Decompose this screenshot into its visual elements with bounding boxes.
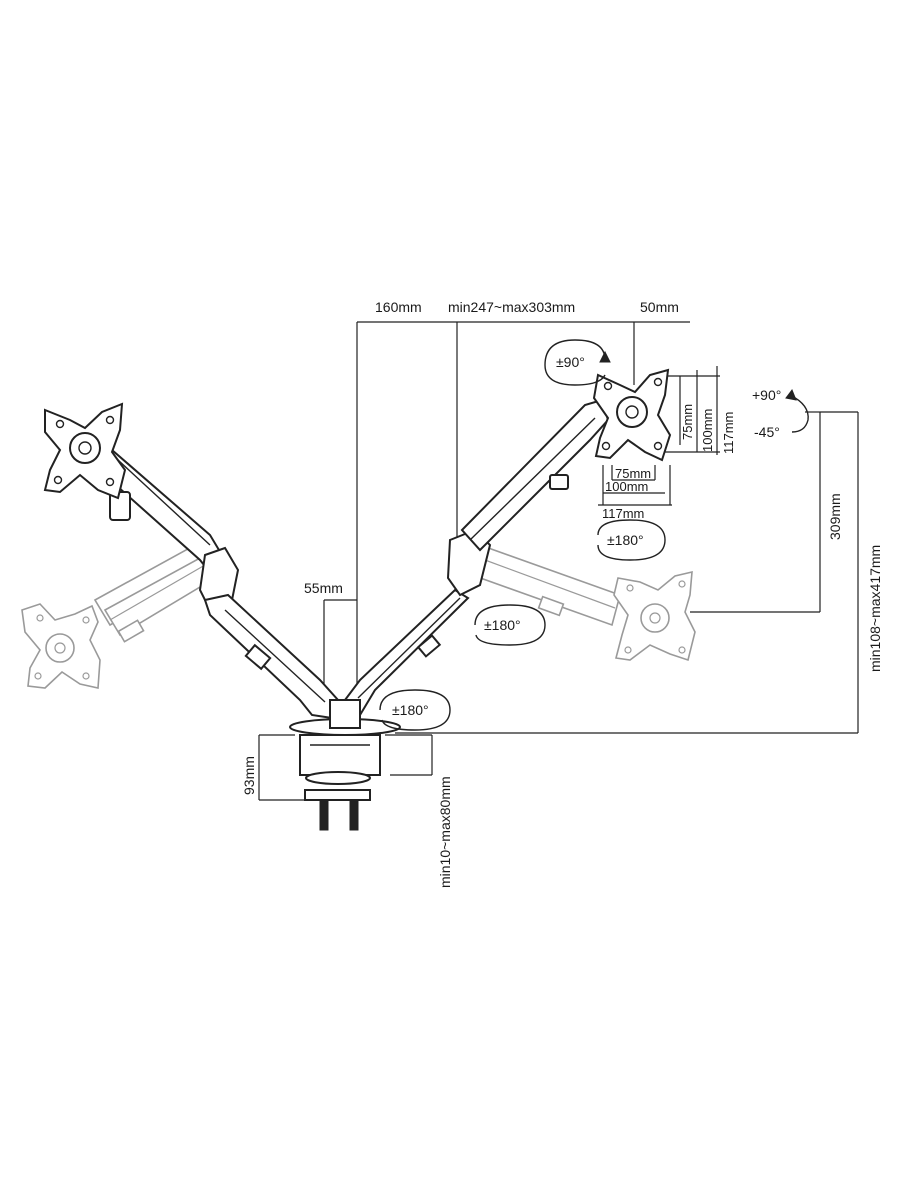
label-309mm: 309mm bbox=[827, 493, 843, 540]
label-93mm: 93mm bbox=[241, 756, 257, 795]
ghost-right-arm bbox=[471, 543, 621, 627]
label-arm-range: min247~max303mm bbox=[448, 299, 575, 315]
label-160mm: 160mm bbox=[375, 299, 422, 315]
desk-clamp bbox=[289, 699, 401, 831]
rotation-arrow-top bbox=[544, 339, 611, 386]
label-vesa-75-horizontal: 75mm bbox=[615, 466, 651, 481]
left-vesa-plate bbox=[43, 402, 127, 500]
label-tilt-minus: -45° bbox=[754, 424, 780, 440]
ghost-left-vesa-plate bbox=[21, 603, 101, 689]
rotation-arrow-180-base bbox=[379, 689, 451, 731]
label-50mm: 50mm bbox=[640, 299, 679, 315]
label-clamp-range: min10~max80mm bbox=[437, 776, 453, 888]
right-arm bbox=[343, 398, 610, 720]
label-55mm: 55mm bbox=[304, 580, 343, 596]
rotation-arrow-180-right bbox=[597, 519, 666, 561]
rotation-arrow-180-mid bbox=[474, 604, 546, 646]
label-rotation-180-top: ±180° bbox=[607, 532, 644, 548]
label-tilt-plus: +90° bbox=[752, 387, 781, 403]
dimension-lines bbox=[258, 321, 859, 801]
right-vesa-plate bbox=[592, 368, 672, 462]
ghost-left-arm bbox=[93, 543, 217, 643]
dimension-labels: 160mm min247~max303mm 50mm ±90° +90° -45… bbox=[241, 299, 883, 888]
label-height-range: min108~max417mm bbox=[867, 545, 883, 672]
label-vesa-75-vertical: 75mm bbox=[680, 404, 695, 440]
label-vesa-117-horizontal: 117mm bbox=[602, 506, 644, 521]
label-vesa-100-vertical: 100mm bbox=[700, 409, 715, 452]
label-rotation-180-base: ±180° bbox=[392, 702, 429, 718]
label-vesa-100-horizontal: 100mm bbox=[605, 479, 648, 494]
label-rotation-90: ±90° bbox=[556, 354, 585, 370]
label-vesa-117-vertical: 117mm bbox=[721, 412, 736, 454]
rotation-arrow-tilt bbox=[785, 388, 809, 433]
ghost-right-vesa-plate bbox=[613, 570, 696, 662]
label-rotation-180-mid: ±180° bbox=[484, 617, 521, 633]
